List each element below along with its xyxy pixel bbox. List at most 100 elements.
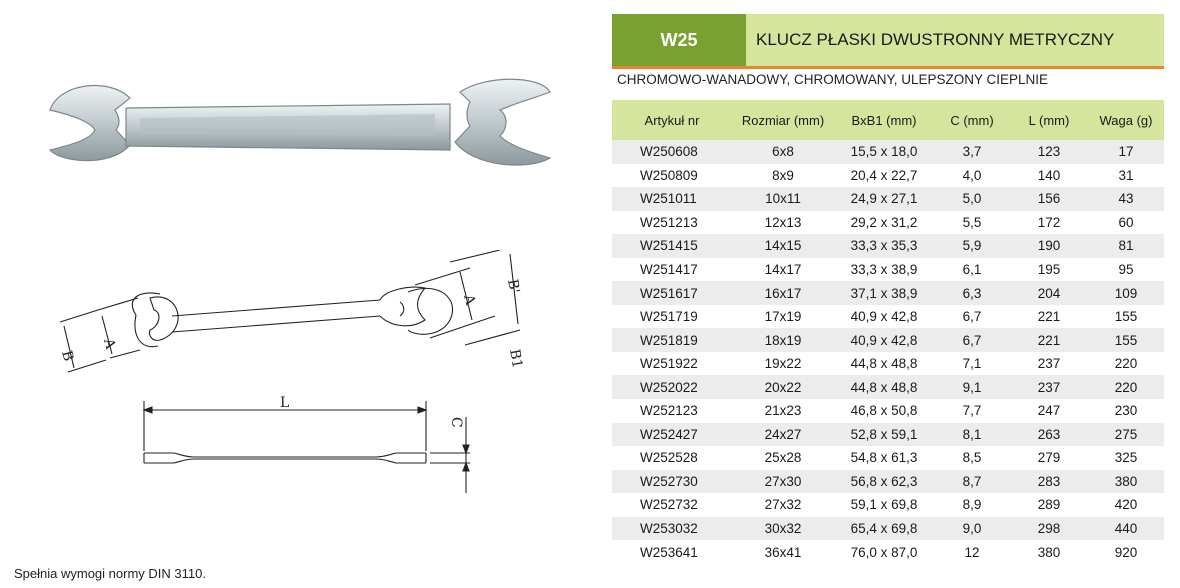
din-norm-note: Spełnia wymogi normy DIN 3110. (14, 566, 206, 581)
cell-size: 21x23 (732, 399, 834, 423)
cell-size: 14x15 (732, 234, 834, 258)
cell-bxb1: 24,9 x 27,1 (834, 187, 934, 211)
cell-bxb1: 56,8 x 62,3 (834, 469, 934, 494)
cell-bxb1: 65,4 x 69,8 (834, 516, 934, 541)
cell-article-number: W252528 (612, 446, 732, 470)
cell-weight: 420 (1088, 493, 1164, 517)
col-header-article: Artykuł nr (612, 100, 732, 140)
cell-l-value: 195 (1010, 257, 1088, 282)
cell-l-value: 172 (1010, 210, 1088, 235)
cell-bxb1: 44,8 x 48,8 (834, 375, 934, 400)
dim-label-c: C (448, 417, 464, 428)
cell-c-value: 12 (934, 540, 1010, 564)
cell-l-value: 263 (1010, 422, 1088, 447)
cell-weight: 220 (1088, 351, 1164, 376)
cell-article-number: W251011 (612, 187, 732, 211)
cell-weight: 275 (1088, 422, 1164, 447)
cell-l-value: 123 (1010, 140, 1088, 164)
cell-size: 18x19 (732, 328, 834, 352)
cell-size: 24x27 (732, 422, 834, 447)
cell-size: 6x8 (732, 140, 834, 164)
cell-size: 19x22 (732, 351, 834, 376)
cell-weight: 155 (1088, 328, 1164, 352)
cell-bxb1: 33,3 x 38,9 (834, 257, 934, 282)
cell-l-value: 283 (1010, 469, 1088, 494)
wrench-profile-drawing: L C (142, 395, 470, 493)
cell-size: 36x41 (732, 540, 834, 564)
cell-c-value: 4,0 (934, 163, 1010, 188)
dim-label-l: L (280, 395, 289, 411)
cell-l-value: 279 (1010, 446, 1088, 470)
col-header-weight: Waga (g) (1088, 100, 1164, 140)
cell-article-number: W253032 (612, 516, 732, 541)
cell-size: 27x32 (732, 493, 834, 517)
col-header-bxb1: BxB1 (mm) (834, 100, 934, 140)
cell-article-number: W251719 (612, 304, 732, 329)
cell-c-value: 8,5 (934, 446, 1010, 470)
cell-l-value: 140 (1010, 163, 1088, 188)
dim-label-b-left: B (58, 349, 76, 363)
cell-article-number: W251819 (612, 328, 732, 352)
cell-l-value: 237 (1010, 375, 1088, 400)
cell-weight: 920 (1088, 540, 1164, 564)
cell-c-value: 6,7 (934, 304, 1010, 329)
cell-c-value: 7,7 (934, 399, 1010, 423)
cell-c-value: 8,9 (934, 493, 1010, 517)
cell-article-number: W252123 (612, 399, 732, 423)
cell-size: 20x22 (732, 375, 834, 400)
cell-weight: 380 (1088, 469, 1164, 494)
cell-size: 30x32 (732, 516, 834, 541)
cell-weight: 440 (1088, 516, 1164, 541)
cell-c-value: 6,1 (934, 257, 1010, 282)
spec-table-header: Artykuł nr Rozmiar (mm) BxB1 (mm) C (mm)… (612, 100, 1164, 140)
cell-article-number: W251417 (612, 257, 732, 282)
cell-c-value: 3,7 (934, 140, 1010, 164)
product-title: KLUCZ PŁASKI DWUSTRONNY METRYCZNY (746, 14, 1164, 66)
cell-bxb1: 37,1 x 38,9 (834, 281, 934, 305)
cell-l-value: 221 (1010, 304, 1088, 329)
cell-bxb1: 46,8 x 50,8 (834, 399, 934, 423)
cell-l-value: 289 (1010, 493, 1088, 517)
cell-article-number: W251213 (612, 210, 732, 235)
cell-bxb1: 59,1 x 69,8 (834, 493, 934, 517)
cell-l-value: 237 (1010, 351, 1088, 376)
cell-bxb1: 29,2 x 31,2 (834, 210, 934, 235)
cell-l-value: 204 (1010, 281, 1088, 305)
cell-weight: 325 (1088, 446, 1164, 470)
cell-l-value: 190 (1010, 234, 1088, 258)
cell-size: 16x17 (732, 281, 834, 305)
cell-bxb1: 33,3 x 35,3 (834, 234, 934, 258)
cell-c-value: 5,0 (934, 187, 1010, 211)
cell-size: 25x28 (732, 446, 834, 470)
cell-bxb1: 54,8 x 61,3 (834, 446, 934, 470)
cell-article-number: W253641 (612, 540, 732, 564)
cell-c-value: 5,5 (934, 210, 1010, 235)
cell-c-value: 8,7 (934, 469, 1010, 494)
cell-article-number: W252427 (612, 422, 732, 447)
dim-label-b1: B1 (506, 348, 525, 370)
wrench-technical-drawing: A B A B' B1 (58, 250, 525, 373)
cell-c-value: 8,1 (934, 422, 1010, 447)
cell-article-number: W252022 (612, 375, 732, 400)
cell-bxb1: 40,9 x 42,8 (834, 304, 934, 329)
cell-weight: 220 (1088, 375, 1164, 400)
cell-weight: 31 (1088, 163, 1164, 188)
cell-bxb1: 52,8 x 59,1 (834, 422, 934, 447)
cell-l-value: 221 (1010, 328, 1088, 352)
cell-article-number: W251415 (612, 234, 732, 258)
cell-weight: 17 (1088, 140, 1164, 164)
cell-size: 17x19 (732, 304, 834, 329)
